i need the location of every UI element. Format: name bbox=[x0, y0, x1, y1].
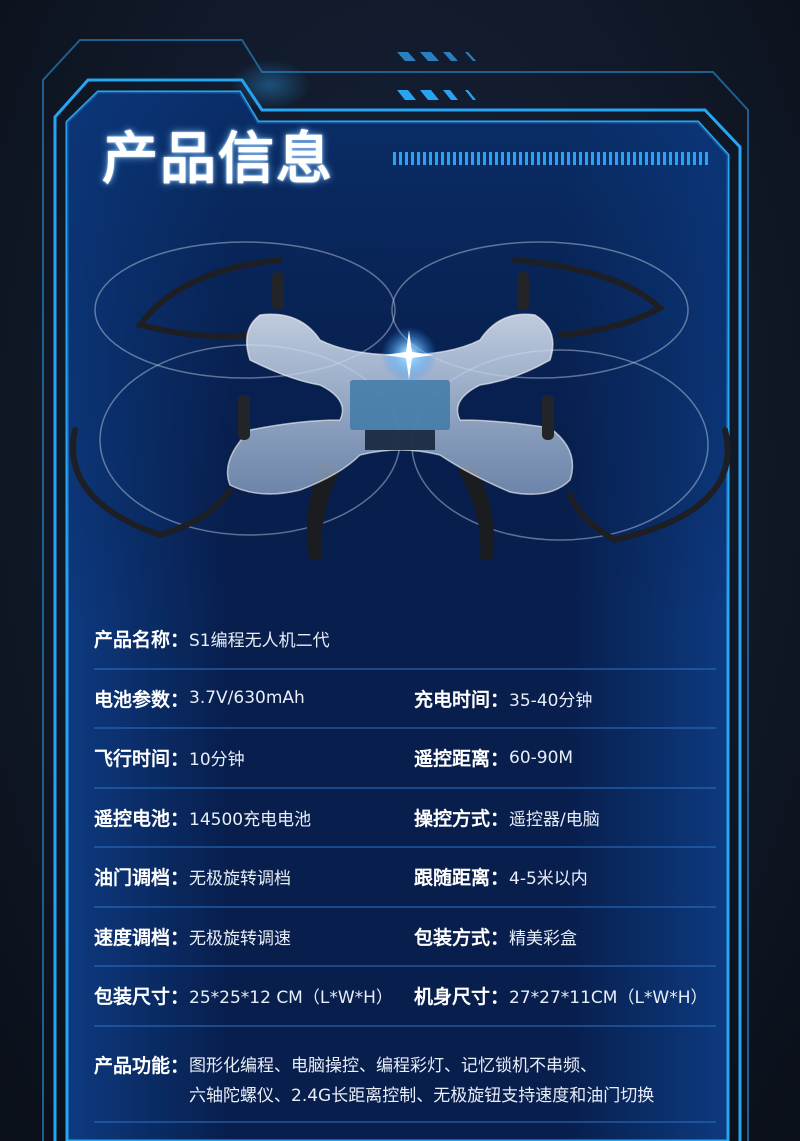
spec-value: 无极旋转调速 bbox=[189, 928, 292, 949]
landing-leg bbox=[458, 460, 494, 560]
spec-value: 遥控器/电脑 bbox=[509, 809, 600, 830]
spec-label: 充电时间： bbox=[414, 688, 510, 711]
spec-label: 飞行时间： bbox=[94, 748, 190, 771]
motor bbox=[238, 395, 250, 440]
spec-cell: 充电时间： 35-40分钟 bbox=[414, 685, 592, 712]
spec-cell: 操控方式： 遥控器/电脑 bbox=[414, 804, 600, 831]
spec-cell: 跟随距离： 4-5米以内 bbox=[414, 863, 588, 890]
spec-cell: 产品名称： S1编程无人机二代 bbox=[94, 625, 414, 652]
spec-label: 遥控距离： bbox=[414, 748, 510, 771]
features-line: 图形化编程、电脑操控、编程彩灯、记忆锁机不串频、 bbox=[189, 1055, 598, 1076]
circuit-board bbox=[350, 380, 450, 430]
spec-row: 速度调档： 无极旋转调速 包装方式： 精美彩盒 bbox=[94, 908, 716, 967]
spec-cell: 包装方式： 精美彩盒 bbox=[414, 923, 577, 950]
spec-cell: 包装尺寸： 25*25*12 CM（L*W*H） bbox=[94, 982, 414, 1009]
spec-label: 包装方式： bbox=[414, 926, 510, 949]
spec-value: 精美彩盒 bbox=[509, 928, 578, 949]
spec-value: 27*27*11CM（L*W*H） bbox=[509, 988, 708, 1009]
spec-table: 产品名称： S1编程无人机二代 电池参数： 3.7V/630mAh 充电时间： … bbox=[94, 610, 716, 1123]
features-text: 图形化编程、电脑操控、编程彩灯、记忆锁机不串频、 六轴陀螺仪、2.4G长距离控制… bbox=[189, 1051, 654, 1111]
spec-row: 包装尺寸： 25*25*12 CM（L*W*H） 机身尺寸： 27*27*11C… bbox=[94, 967, 716, 1027]
spec-label: 包装尺寸： bbox=[94, 986, 190, 1009]
features-cell: 产品功能： 图形化编程、电脑操控、编程彩灯、记忆锁机不串频、 六轴陀螺仪、2.4… bbox=[94, 1027, 654, 1111]
propeller-disc bbox=[94, 241, 396, 379]
spec-row: 电池参数： 3.7V/630mAh 充电时间： 35-40分钟 bbox=[94, 670, 716, 729]
spec-cell: 油门调档： 无极旋转调档 bbox=[94, 863, 414, 890]
dash-marks-upper bbox=[397, 52, 476, 61]
spec-label: 操控方式： bbox=[414, 807, 510, 830]
spec-cell: 速度调档： 无极旋转调速 bbox=[94, 923, 414, 950]
spec-row: 产品名称： S1编程无人机二代 bbox=[94, 610, 716, 670]
spec-cell: 飞行时间： 10分钟 bbox=[94, 744, 414, 771]
spec-value: 3.7V/630mAh bbox=[189, 688, 305, 709]
spec-value: 14500充电电池 bbox=[189, 809, 312, 830]
outer-frame-line bbox=[42, 39, 749, 1141]
propeller-disc bbox=[391, 241, 689, 379]
motor bbox=[517, 272, 529, 310]
spec-value: S1编程无人机二代 bbox=[189, 631, 330, 652]
landing-leg bbox=[306, 460, 340, 560]
spec-cell: 遥控距离： 60-90M bbox=[414, 744, 573, 771]
spec-cell: 电池参数： 3.7V/630mAh bbox=[94, 685, 414, 712]
propeller-guard bbox=[70, 427, 233, 539]
spec-label: 机身尺寸： bbox=[414, 986, 510, 1009]
spec-row: 油门调档： 无极旋转调档 跟随距离： 4-5米以内 bbox=[94, 848, 716, 908]
spec-value: 60-90M bbox=[509, 747, 574, 768]
striped-accent-bar bbox=[393, 152, 709, 165]
spec-label: 产品名称： bbox=[94, 629, 190, 652]
spec-value: 35-40分钟 bbox=[509, 690, 593, 711]
spec-label: 跟随距离： bbox=[414, 867, 510, 890]
spec-label: 电池参数： bbox=[94, 688, 190, 711]
spec-label: 油门调档： bbox=[94, 867, 190, 890]
spec-value: 25*25*12 CM（L*W*H） bbox=[189, 988, 393, 1009]
features-line: 六轴陀螺仪、2.4G长距离控制、无极旋钮支持速度和油门切换 bbox=[189, 1085, 655, 1106]
motor bbox=[272, 272, 284, 310]
spec-value: 4-5米以内 bbox=[509, 869, 588, 890]
spec-value: 10分钟 bbox=[189, 750, 245, 771]
propeller-guard bbox=[512, 257, 666, 338]
propeller-guard bbox=[567, 427, 731, 544]
spec-cell: 遥控电池： 14500充电电池 bbox=[94, 804, 414, 831]
spec-row-features: 产品功能： 图形化编程、电脑操控、编程彩灯、记忆锁机不串频、 六轴陀螺仪、2.4… bbox=[94, 1027, 716, 1123]
propeller-guard bbox=[134, 257, 283, 340]
page-title: 产品信息 bbox=[102, 127, 334, 192]
drone-photo bbox=[60, 230, 740, 590]
spec-row: 遥控电池： 14500充电电池 操控方式： 遥控器/电脑 bbox=[94, 789, 716, 848]
spec-row: 飞行时间： 10分钟 遥控距离： 60-90M bbox=[94, 729, 716, 789]
dash-marks-lower bbox=[397, 90, 476, 100]
spec-label: 速度调档： bbox=[94, 926, 190, 949]
motor bbox=[542, 395, 554, 440]
spec-label: 遥控电池： bbox=[94, 807, 190, 830]
spec-value: 无极旋转调档 bbox=[189, 869, 292, 890]
spec-label: 产品功能： bbox=[94, 1054, 190, 1077]
spec-cell: 机身尺寸： 27*27*11CM（L*W*H） bbox=[414, 982, 708, 1009]
